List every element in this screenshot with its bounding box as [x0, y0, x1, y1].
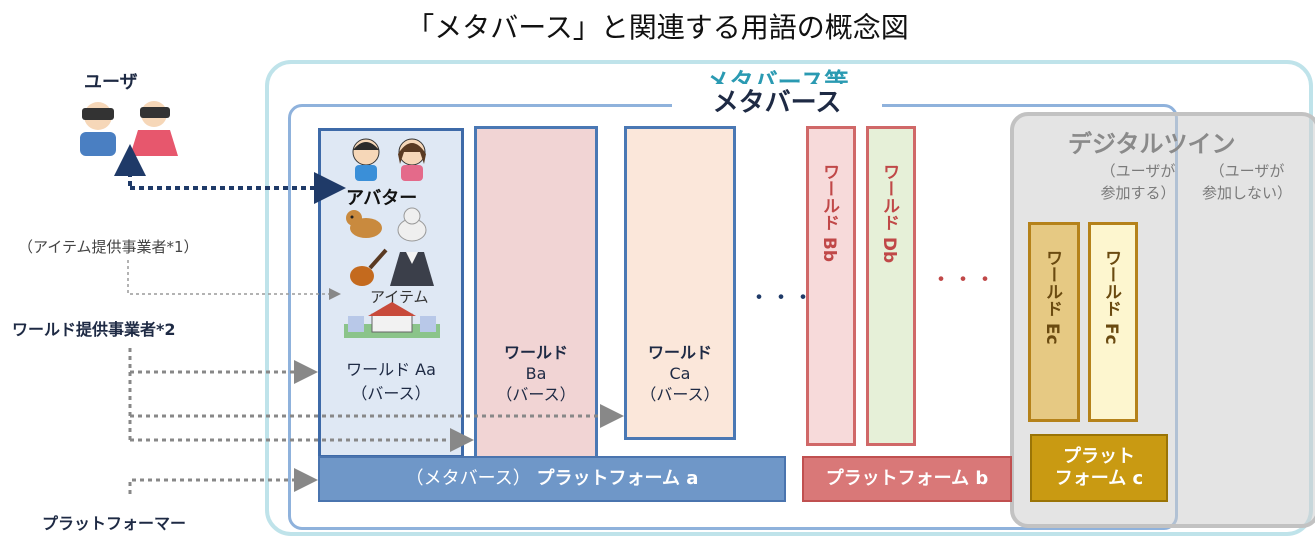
world-ba-name2: Ba	[525, 364, 547, 383]
world-db-column: ワールド Db	[866, 126, 916, 446]
world-ec-label: ワールド Ec	[1042, 249, 1062, 345]
platform-c: プラット フォーム c	[1030, 434, 1168, 502]
world-bb-label: ワールド Bb	[819, 163, 839, 263]
item-provider-label: （アイテム提供事業者*1）	[18, 238, 199, 256]
item-provider-arrow	[127, 260, 341, 300]
world-aa-name: ワールド Aa	[346, 360, 436, 379]
world-aa-sub: （バース）	[351, 384, 431, 403]
platformer-arrow	[128, 468, 318, 494]
pet-icons	[346, 207, 427, 242]
diagram-title: 「メタバース」と関連する用語の概念図	[406, 11, 909, 44]
user-label: ユーザ	[84, 72, 138, 93]
world-ba-column	[474, 126, 598, 462]
world-ca-column	[624, 126, 736, 440]
platform-a: （メタバース） プラットフォーム a	[318, 456, 786, 502]
item-label: アイテム	[370, 288, 429, 306]
platform-a-name: プラットフォーム a	[536, 468, 699, 489]
world-ca-name1: ワールド	[647, 343, 712, 362]
world-db-label: ワールド Db	[879, 163, 899, 264]
digital-twin-label: デジタルツイン	[1068, 130, 1236, 158]
avatar-label: アバター	[346, 188, 418, 209]
world-ba-sub: （バース）	[496, 385, 576, 404]
platform-c-line1: プラット	[1063, 446, 1135, 467]
platform-a-prefix: （メタバース）	[405, 468, 531, 489]
world-aa-label: ワールド Aa （バース）	[318, 356, 464, 404]
world-ca-label: ワールド Ca （バース）	[624, 342, 736, 405]
dt-without-user-line2: 参加しない）	[1201, 184, 1292, 202]
dt-with-user-line1: （ユーザが	[1100, 162, 1176, 180]
dt-without-user-label: （ユーザが 参加しない）	[1192, 160, 1302, 204]
world-ba-label: ワールド Ba （バース）	[474, 342, 598, 405]
world-provider-label: ワールド提供事業者*2	[12, 320, 176, 339]
ellipsis-2: ・・・	[930, 268, 997, 293]
world-fc-label: ワールド Fc	[1101, 249, 1121, 345]
dt-with-user-label: （ユーザが 参加する）	[1096, 160, 1180, 204]
dt-without-user-line1: （ユーザが	[1209, 162, 1285, 180]
world-fc-column: ワールド Fc	[1088, 222, 1138, 422]
world-ca-name2: Ca	[669, 364, 691, 383]
world-ca-sub: （バース）	[640, 385, 720, 404]
world-bb-column: ワールド Bb	[806, 126, 856, 446]
item-icons	[350, 248, 434, 286]
platform-c-line2: フォーム c	[1054, 468, 1144, 489]
platform-b: プラットフォーム b	[802, 456, 1012, 502]
world-ba-name1: ワールド	[503, 343, 568, 362]
avatar-people-icon	[352, 138, 426, 181]
platformer-label: プラットフォーマー	[42, 514, 187, 533]
world-ec-column: ワールド Ec	[1028, 222, 1080, 422]
metaverse-label: メタバース	[672, 84, 882, 122]
world-building-icon	[344, 302, 440, 338]
dt-with-user-line2: 参加する）	[1100, 184, 1176, 202]
ellipsis-1: ・・・	[748, 286, 815, 311]
